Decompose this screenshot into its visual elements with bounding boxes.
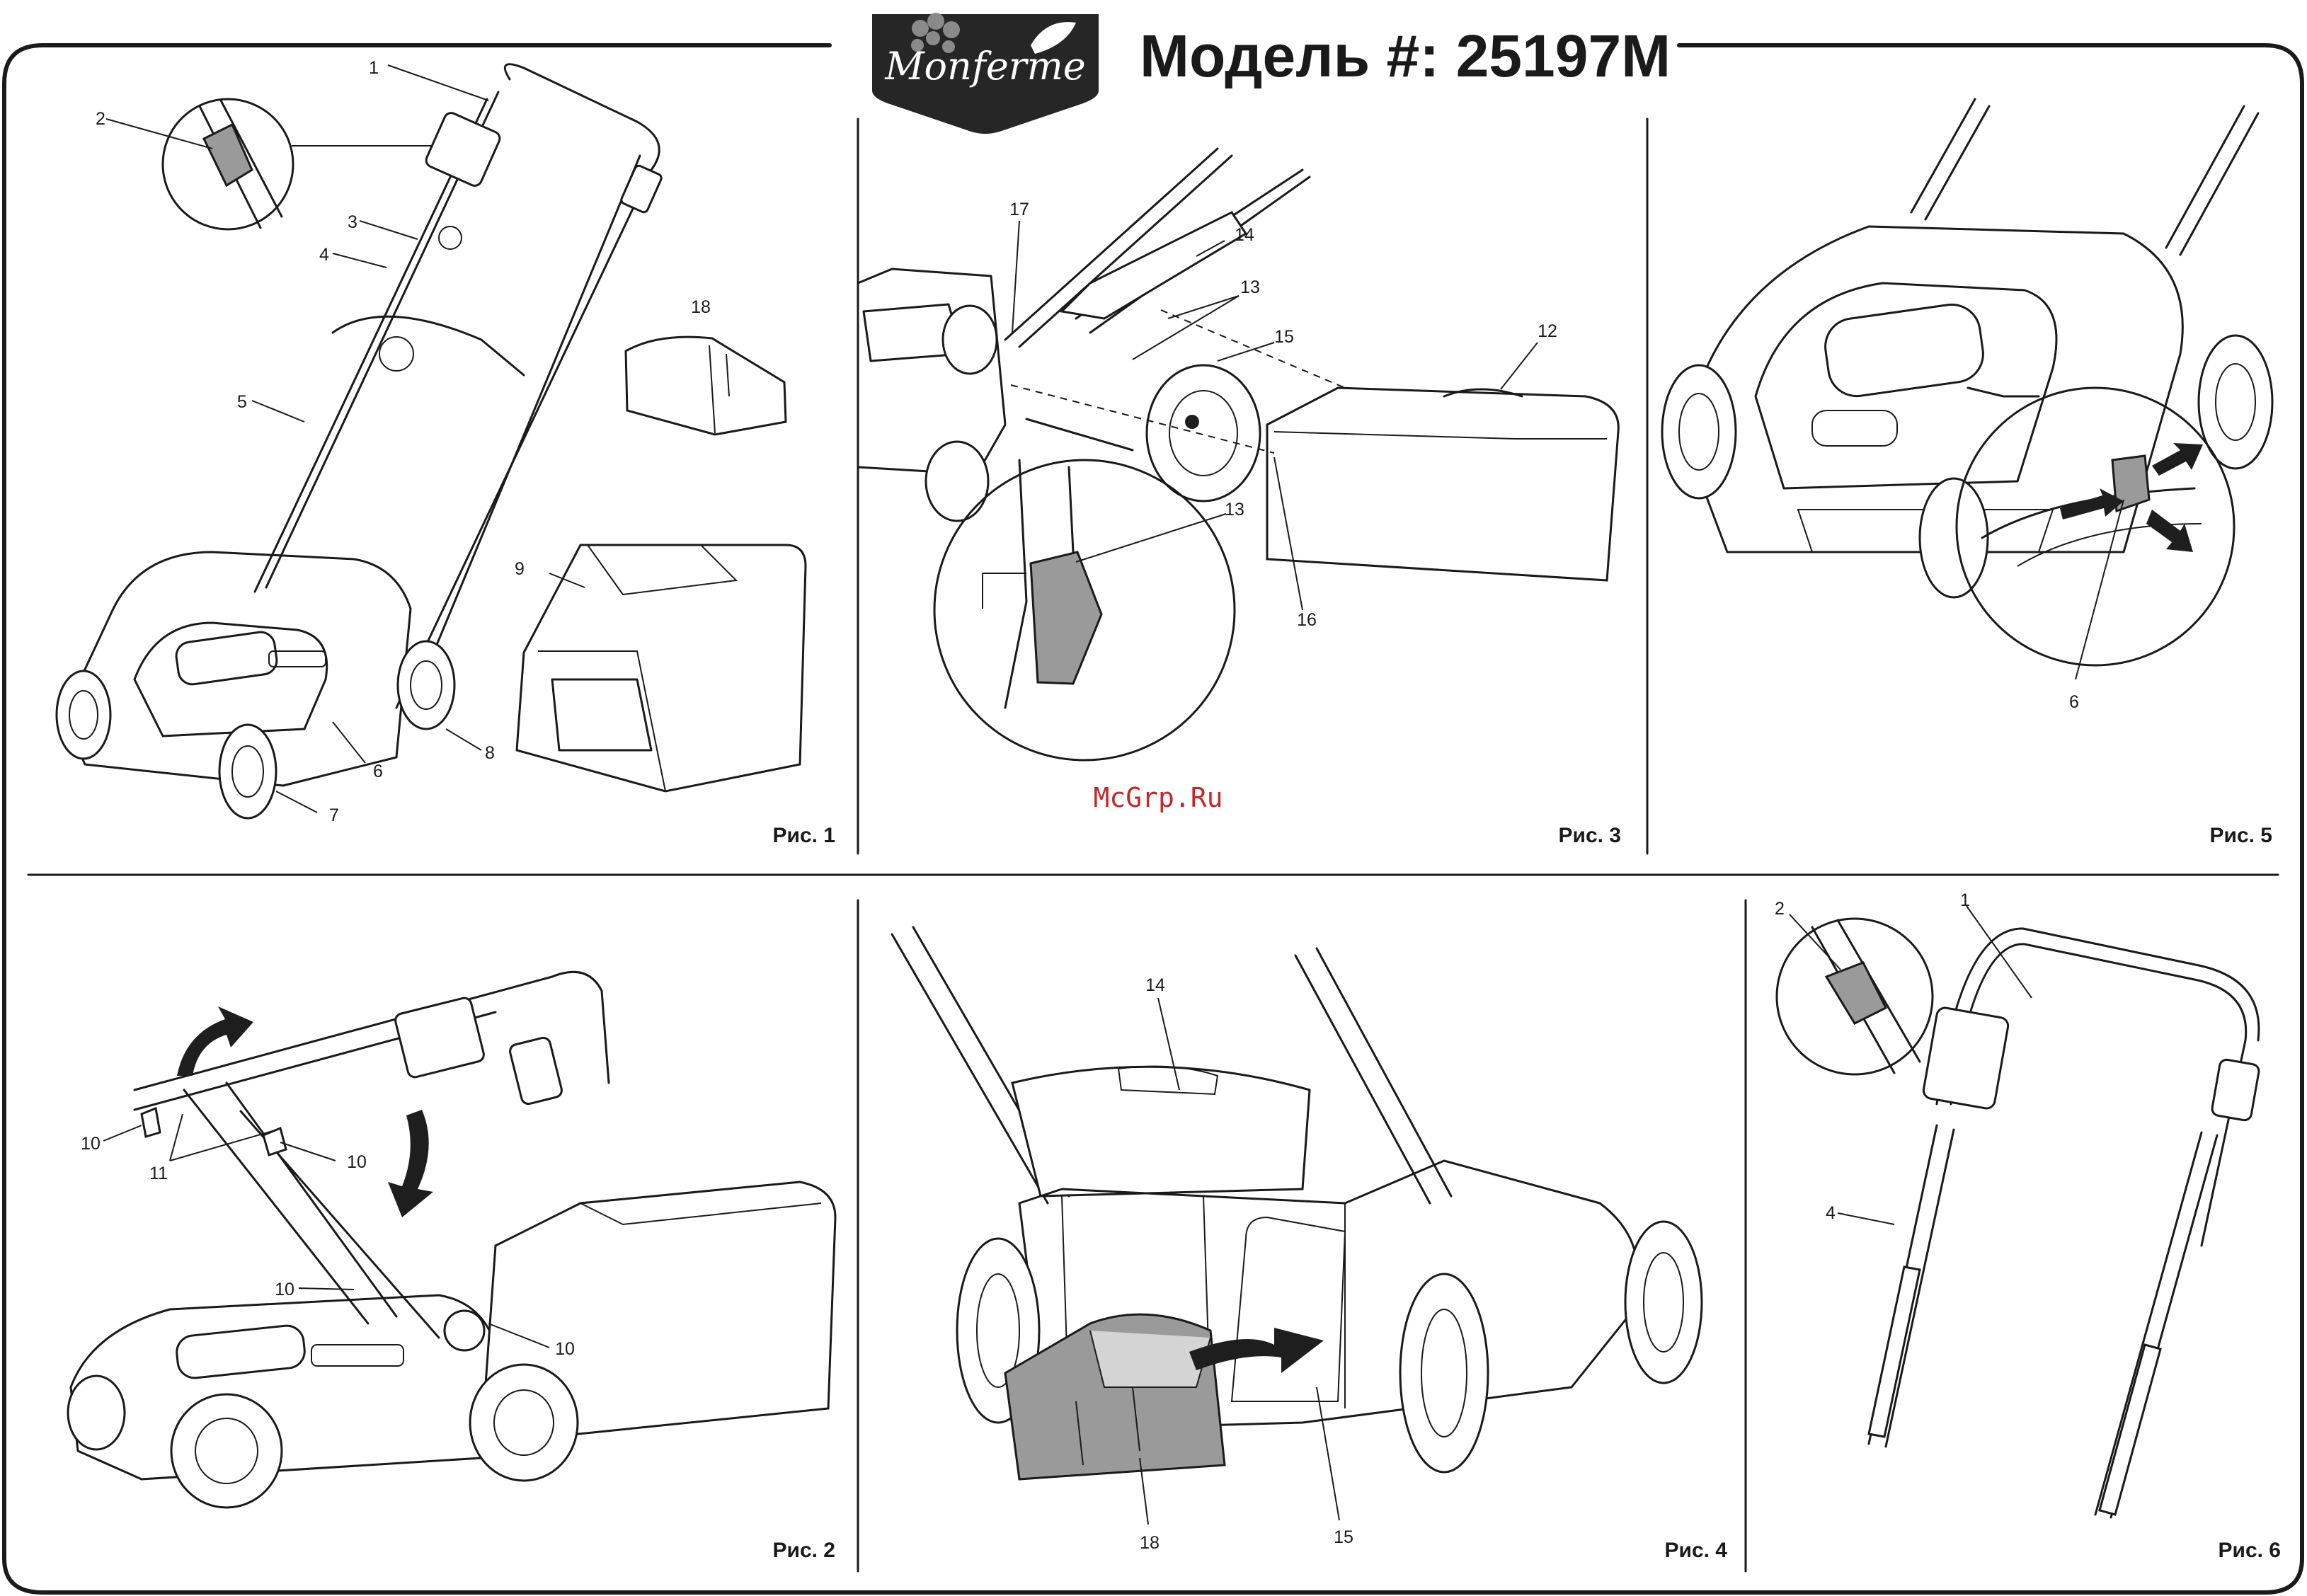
rotate-down-arrow-icon: [388, 1110, 433, 1217]
callout-2: 2: [96, 109, 105, 129]
mulching-insert: [626, 337, 786, 435]
callout-4: 4: [319, 245, 329, 265]
wheel-rear: [1625, 1222, 1702, 1383]
grass-box: [517, 545, 806, 791]
figure-4: 14 15 18 Рис. 4: [892, 927, 1727, 1562]
brand-logo: Monferme: [872, 13, 1099, 134]
wheel-rear: [470, 1365, 578, 1481]
callout-4: 4: [1826, 1203, 1836, 1223]
wheel-left: [1662, 365, 1736, 498]
wheel-front-left: [57, 671, 110, 759]
figure-caption: Рис. 6: [2219, 1539, 2282, 1562]
figure-1: 1 2 3 4 5 6 7 8 9 18 Рис. 1: [57, 58, 835, 847]
callout-13-inset: 13: [1225, 500, 1244, 519]
callout-11: 11: [149, 1164, 168, 1183]
model-title: Модель #: 25197M: [1140, 23, 1671, 89]
wheel: [1147, 365, 1260, 501]
callout-14: 14: [1145, 975, 1165, 995]
figure-3: 17 14 13 15 12 16 13 McGrp.Ru Рис. 3: [858, 149, 1621, 847]
callout-6: 6: [2069, 692, 2079, 712]
callout-6: 6: [373, 762, 383, 781]
callout-1: 1: [369, 58, 379, 78]
arrow-down-right-icon: [2146, 510, 2193, 552]
watermark: McGrp.Ru: [1093, 782, 1223, 813]
rotate-up-arrow-icon: [177, 1006, 253, 1076]
callout-10-a: 10: [81, 1134, 101, 1154]
callout-2: 2: [1775, 899, 1785, 919]
callout-3: 3: [348, 212, 357, 232]
figure-caption: Рис. 2: [773, 1539, 836, 1562]
callout-1: 1: [1960, 890, 1970, 910]
callout-10-b: 10: [347, 1152, 367, 1172]
callout-14: 14: [1235, 225, 1254, 245]
callout-7: 7: [329, 805, 339, 825]
figure-5: 6 Рис. 5: [1662, 99, 2272, 847]
figure-caption: Рис. 4: [1665, 1539, 1728, 1562]
callout-16: 17: [1009, 200, 1029, 219]
callout-13-top: 13: [1240, 277, 1260, 297]
callout-18: 18: [691, 297, 711, 317]
wheel-rear-right: [398, 641, 454, 729]
callout-10-c: 10: [275, 1280, 294, 1299]
callout-18: 18: [1140, 1533, 1160, 1553]
callout-8: 8: [485, 743, 495, 763]
figure-caption: Рис. 5: [2210, 824, 2273, 847]
figure-6: 2 1 4 Рис. 6: [1775, 890, 2281, 1562]
callout-5: 5: [237, 392, 247, 412]
wheel-front-right: [219, 725, 276, 818]
callout-12: 12: [1538, 321, 1557, 341]
callout-10-d: 10: [555, 1339, 575, 1359]
callout-17: 16: [1297, 610, 1317, 630]
grass-box: [1267, 388, 1618, 580]
wheel-front: [171, 1394, 282, 1508]
figure-2: 10 11 10 10 10 Рис. 2: [68, 972, 835, 1562]
callout-15: 15: [1334, 1527, 1353, 1547]
header: Monferme Модель #: 25197M: [872, 13, 1671, 134]
figure-caption: Рис. 1: [773, 824, 836, 847]
arrow-up-right-icon: [2152, 443, 2203, 476]
logo-text: Monferme: [884, 44, 1086, 88]
callout-9: 9: [515, 559, 525, 579]
callout-15: 15: [1274, 327, 1294, 347]
wheel-right: [1400, 1274, 1488, 1472]
figure-caption: Рис. 3: [1559, 824, 1622, 847]
